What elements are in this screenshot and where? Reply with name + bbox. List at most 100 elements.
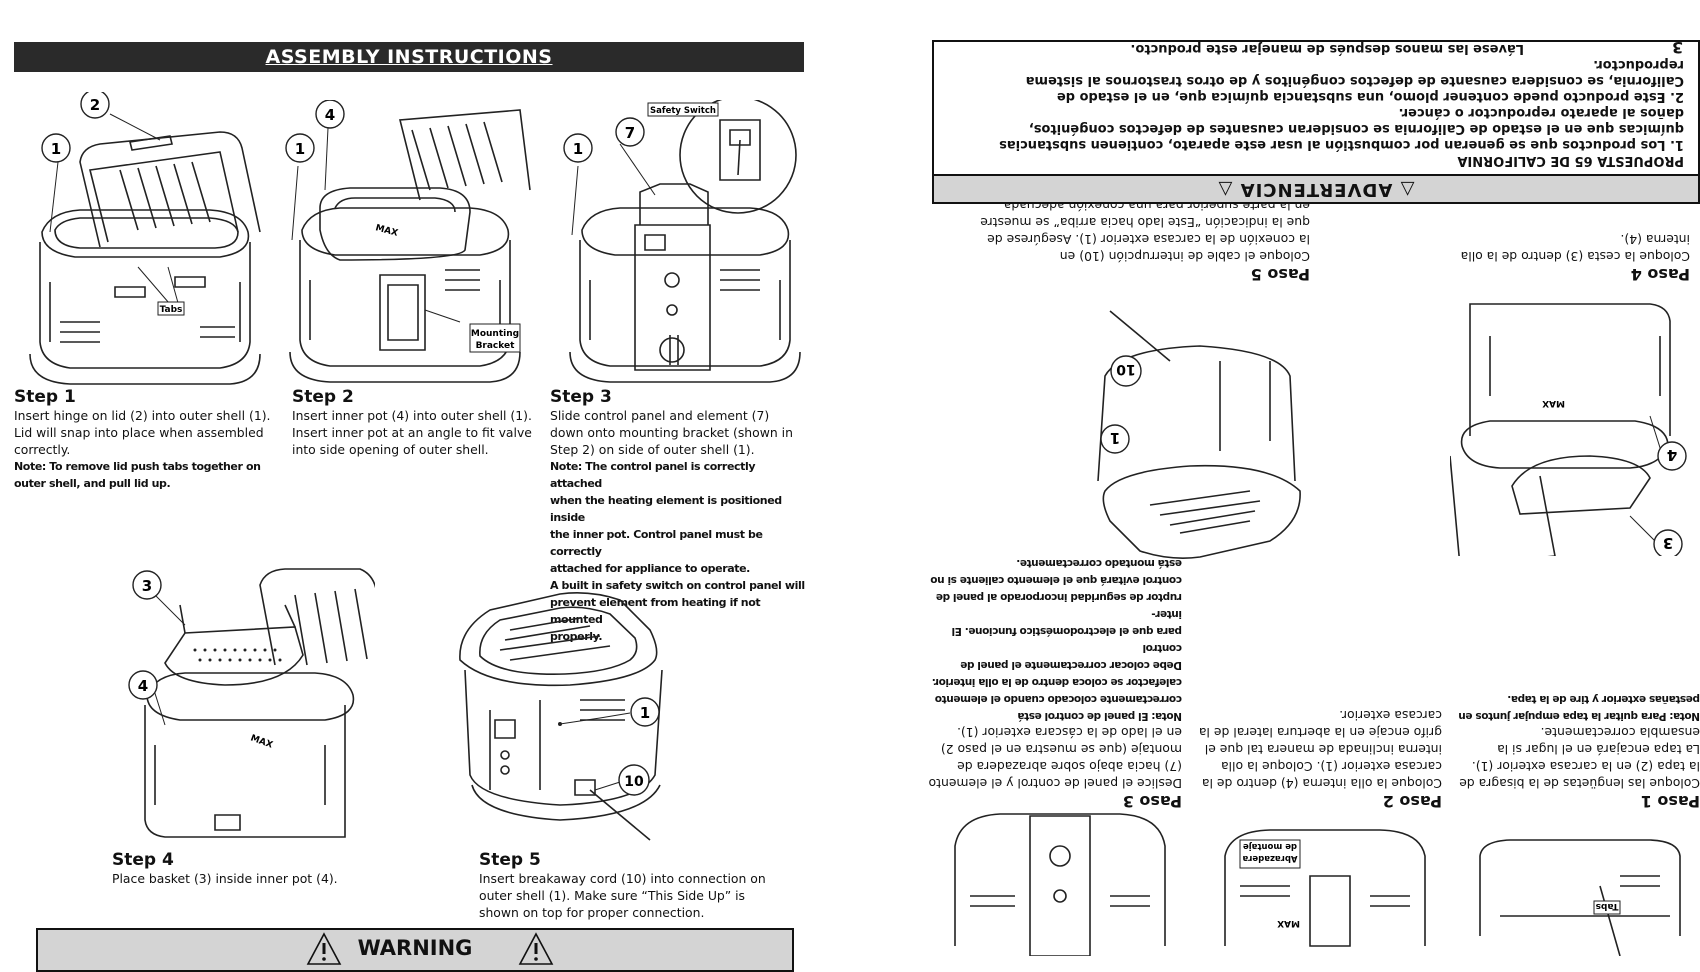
paso2-line: Coloque la olla interna (4) dentro de la xyxy=(1201,776,1442,791)
step4-text: Step 4 Place basket (3) inside inner pot… xyxy=(112,850,412,887)
step3-note-line: Note: The control panel is correctly att… xyxy=(550,460,756,490)
section-title-bar: ASSEMBLY INSTRUCTIONS xyxy=(14,42,804,72)
callout-2: 2 xyxy=(90,96,100,114)
callout-1: 1 xyxy=(295,140,305,158)
callout-1: 1 xyxy=(640,704,650,722)
warning-triangle-icon: △ xyxy=(1399,179,1415,200)
step2-text: Step 2 Insert inner pot (4) into outer s… xyxy=(292,387,552,458)
step2-title: Step 2 xyxy=(292,387,354,407)
paso1-note-line: pestañas exterior y tire de la tapa. xyxy=(1507,693,1700,705)
callout-10: 10 xyxy=(1116,361,1136,377)
paso3-note-line: correctamente colocado cuando el element… xyxy=(935,693,1182,705)
spanish-page-rotated: Tabs MAX Abrazadera de montaje Paso 1 Co… xyxy=(906,30,1700,956)
callout-1: 1 xyxy=(51,140,61,158)
step1-illustration: 1 2 Tabs xyxy=(29,92,261,385)
step5-text: Step 5 Insert breakaway cord (10) into c… xyxy=(479,850,799,921)
advertencia-box: △ ADVERTENCIA △ PROPUESTA 65 DE CALIFORN… xyxy=(932,40,1700,204)
step1-line: Insert hinge on lid (2) into outer shell… xyxy=(14,408,271,423)
callout-4: 4 xyxy=(325,106,335,124)
step2-line: into side opening of outer shell. xyxy=(292,442,489,457)
callout-1: 1 xyxy=(1110,429,1120,447)
step5-title: Step 5 xyxy=(479,850,541,870)
section-title: ASSEMBLY INSTRUCTIONS xyxy=(265,46,553,68)
step3-title: Step 3 xyxy=(550,387,612,407)
prop65-line: reproductor. xyxy=(1593,57,1684,72)
step1-line: correctly. xyxy=(14,442,71,457)
prop65-line: 1. Los productos que se generan por comb… xyxy=(999,137,1684,152)
callout-7: 7 xyxy=(625,124,635,142)
step1-note-line: outer shell, and pull lid up. xyxy=(14,477,171,490)
prop65-line: daños al aparato reproductor o cáncer. xyxy=(1398,105,1684,120)
step2-line: Insert inner pot (4) into outer shell (1… xyxy=(292,408,532,423)
warning-triangle-icon: △ xyxy=(1217,179,1233,200)
paso3-line: Deslice el panel de control y el element… xyxy=(928,776,1182,791)
step4-title: Step 4 xyxy=(112,850,174,870)
max-marking: MAX xyxy=(249,733,274,750)
paso3-note-line: calefactor se coloca dentro de la olla i… xyxy=(932,676,1182,688)
paso4-title: Paso 4 xyxy=(1630,265,1690,284)
paso4-line: Coloque la cesta (3) dentro de la olla xyxy=(1460,249,1690,264)
step3-line: Slide control panel and element (7) xyxy=(550,408,770,423)
callout-4: 4 xyxy=(1667,446,1677,464)
step5-illustration: 1 10 xyxy=(459,592,663,841)
paso3-line: montaje (que se muestra en el paso 2) xyxy=(940,742,1182,757)
paso1-line: ensambla correctamente. xyxy=(1540,725,1700,740)
paso3-line: en el lado de la cáscara exterior (1). xyxy=(957,725,1182,740)
callout-4: 4 xyxy=(138,677,148,695)
paso2-line: carcasa exterior (1). Coloque la olla xyxy=(1221,759,1442,774)
step3-note-line: properly. xyxy=(550,630,603,643)
paso1-text: Paso 1 Coloque las lengüetas de la bisag… xyxy=(1455,690,1700,811)
step5-line: Insert breakaway cord (10) into connecti… xyxy=(479,871,766,886)
step3-note-line: when the heating element is positioned i… xyxy=(550,494,782,524)
mounting-label: Mounting xyxy=(471,329,519,339)
step3-note-line: prevent element from heating if not moun… xyxy=(550,596,761,626)
paso5-illustration: 1 10 xyxy=(1097,310,1301,559)
warning-title: WARNING xyxy=(357,936,473,960)
step3-line: down onto mounting bracket (shown in xyxy=(550,425,793,440)
callout-1: 1 xyxy=(573,140,583,158)
tabs-label: Tabs xyxy=(1596,901,1619,911)
paso2-line: grifo encaje en la abertura lateral de l… xyxy=(1198,725,1442,740)
paso5-title: Paso 5 xyxy=(1250,265,1310,284)
step3-note-line: attached for appliance to operate. xyxy=(550,562,750,575)
paso4-text: Paso 4 Coloque la cesta (3) dentro de la… xyxy=(1460,231,1690,284)
advertencia-title: ADVERTENCIA xyxy=(1239,179,1393,200)
paso3-note-line: Debe colocar correctamente el panel de c… xyxy=(960,642,1182,671)
paso3-line: (7) hacia abajo sobre abrazadera de xyxy=(957,759,1182,774)
step3-note-line: the inner pot. Control panel must be cor… xyxy=(550,528,763,558)
paso5-line: que la indicación “Este lado hacia arrib… xyxy=(980,215,1310,230)
step5-line: shown on top for proper connection. xyxy=(479,905,705,920)
callout-3: 3 xyxy=(142,577,152,595)
prop65-line: químicas que en el estado de California … xyxy=(1028,121,1684,136)
paso2-title: Paso 2 xyxy=(1382,792,1442,811)
step3-text: Step 3 Slide control panel and element (… xyxy=(550,387,810,645)
step1-title: Step 1 xyxy=(14,387,76,407)
paso2-text: Paso 2 Coloque la olla interna (4) dentr… xyxy=(1197,707,1442,811)
bracket-label: Bracket xyxy=(476,341,516,351)
step2-illustration: MAX 1 4 Mounting Bracket xyxy=(285,100,531,383)
paso2-illustration: MAX Abrazadera de montaje xyxy=(1224,829,1426,947)
paso1-title: Paso 1 xyxy=(1640,792,1700,811)
paso3-illustration xyxy=(954,813,1166,956)
step1-note-line: Note: To remove lid push tabs together o… xyxy=(14,460,261,473)
de-montaje-label: de montaje xyxy=(1243,841,1297,851)
paso5-line: la conexión de la carcasa exterior (1). … xyxy=(987,232,1310,247)
prop65-line: California, se considera causante de def… xyxy=(1025,73,1684,88)
paso3-text: Paso 3 Deslice el panel de control y el … xyxy=(922,554,1182,811)
step1-text: Step 1 Insert hinge on lid (2) into oute… xyxy=(14,387,284,492)
prop65-line: Lávese las manos después de manejar este… xyxy=(1130,41,1524,56)
step4-illustration: MAX 3 4 xyxy=(128,568,375,838)
step3-illustration: 1 7 Safety Switch xyxy=(563,100,801,383)
max-marking: MAX xyxy=(374,223,399,239)
prop65-line: 2. Este producto puede contener plomo, u… xyxy=(1056,89,1684,104)
paso5-text: Paso 5 Coloque el cable de interrupción … xyxy=(970,197,1310,284)
paso1-illustration: Tabs xyxy=(1479,839,1681,956)
callout-10: 10 xyxy=(624,774,644,790)
safety-switch-label: Safety Switch xyxy=(650,106,716,116)
paso3-note-line: para que el electrodoméstico funcione. E… xyxy=(951,608,1182,637)
paso3-note-line: ruptor de seguridad incorporado al panel… xyxy=(936,591,1182,603)
paso1-line: La tapa encajará en el lugar si la xyxy=(1497,742,1700,757)
paso4-illustration: MAX 3 4 xyxy=(1450,303,1687,556)
paso3-note-line: control evitará que el elemento caliente… xyxy=(930,574,1182,586)
prop65-line: PROPUESTA 65 DE CALIFORNIA xyxy=(1457,153,1684,168)
